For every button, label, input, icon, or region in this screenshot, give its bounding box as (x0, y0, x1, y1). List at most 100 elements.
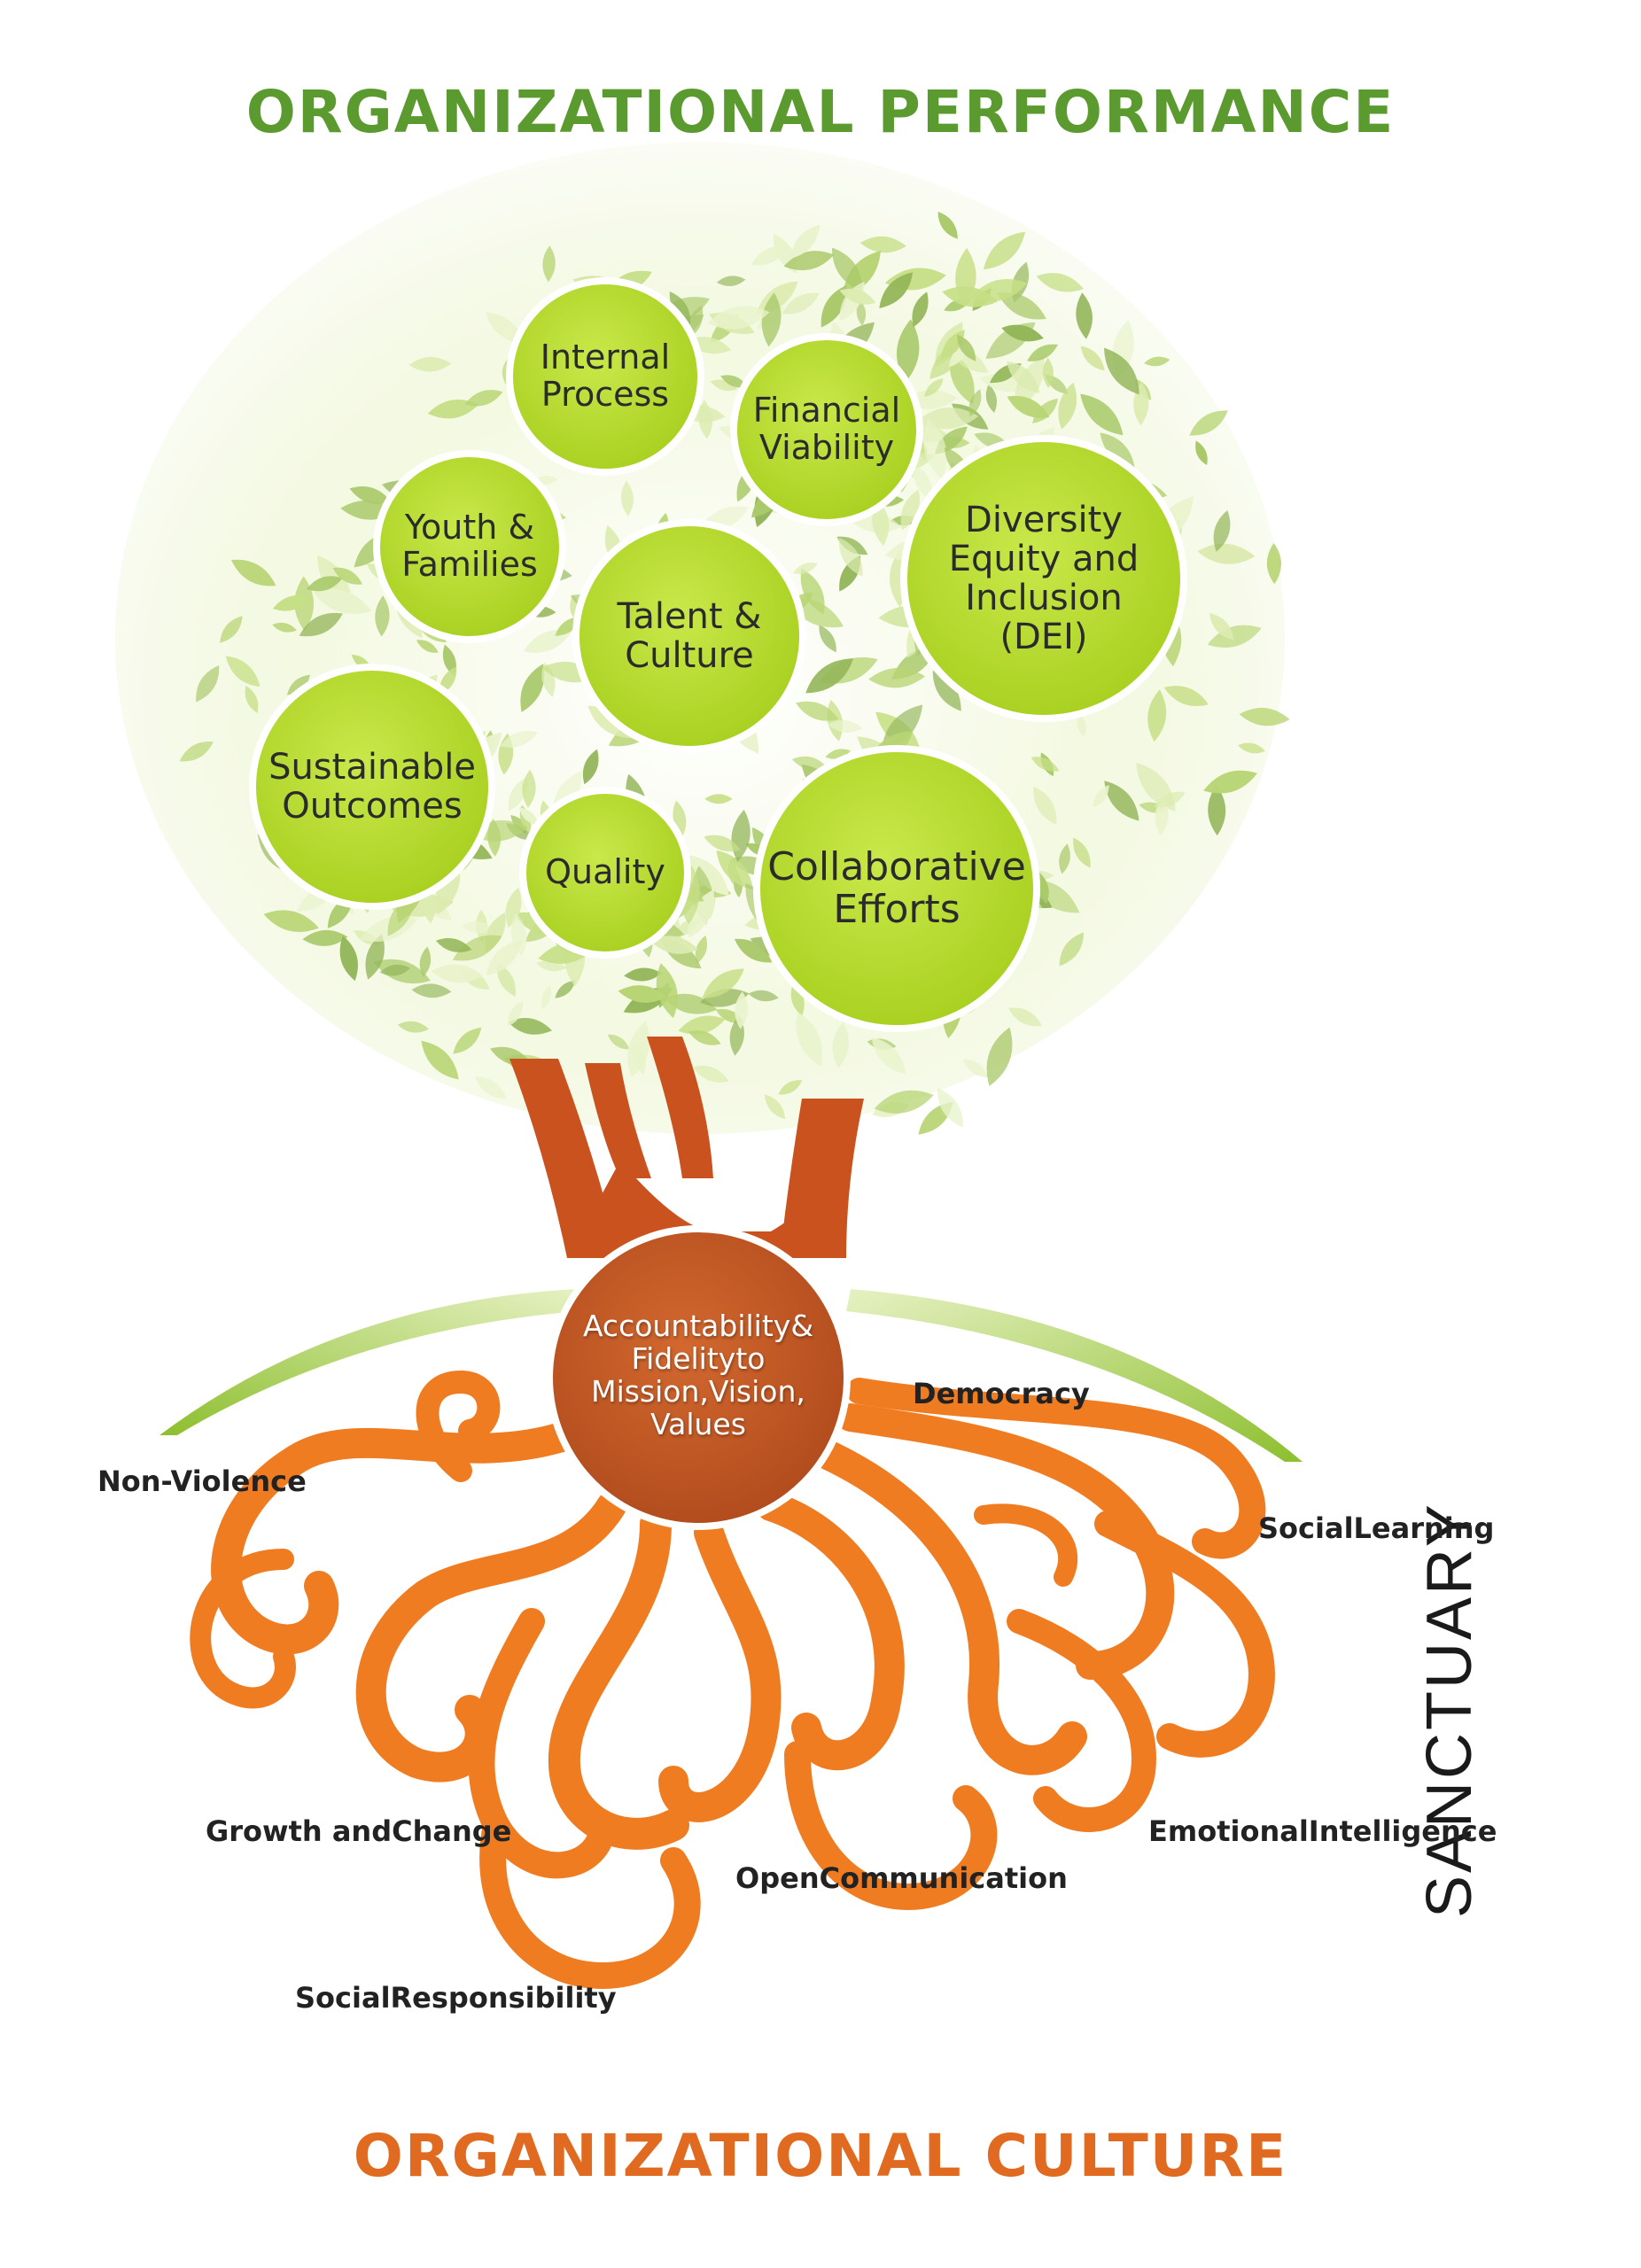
leaf-shape (1027, 344, 1059, 361)
leaf-shape (968, 389, 982, 417)
leaf-shape (764, 1094, 786, 1120)
leaf-shape (387, 895, 414, 936)
label-line: Accountability (582, 1309, 791, 1344)
bubble-talent-culture (572, 519, 806, 753)
leaf-shape (949, 352, 975, 405)
leaf-shape (856, 299, 867, 326)
leaf-shape (1147, 689, 1167, 742)
label-line: Emotional (1148, 1814, 1309, 1848)
leaf-shape (230, 559, 276, 586)
root-label-non-violence: Non-Violence (97, 1464, 307, 1501)
label-line: Talent & (617, 596, 762, 637)
leaf-shape (1080, 393, 1124, 436)
leaf-shape (520, 664, 545, 712)
leaf-shape (1032, 398, 1059, 423)
root-label-growth-change: Growth andChange (206, 1814, 511, 1851)
leaf-shape (607, 1034, 630, 1050)
leaf-shape (734, 938, 773, 963)
leaf-shape (474, 1076, 507, 1099)
ground-arc-right (846, 1289, 1303, 1462)
leaf-shape (859, 236, 906, 253)
leaf-shape (688, 855, 729, 897)
leaf-shape (1001, 324, 1044, 342)
leaf-shape (1104, 781, 1139, 821)
leaf-shape (508, 1018, 552, 1035)
leaf-shape (790, 224, 820, 259)
leaf-shape (1080, 346, 1105, 371)
leaf-shape (828, 719, 863, 733)
label-line: Culture (625, 635, 754, 676)
label-line: Social (1258, 1511, 1354, 1545)
leaf-shape (1093, 784, 1109, 808)
label-line: Communication (819, 1861, 1068, 1895)
leaf-shape (1076, 292, 1093, 339)
root-label-emotional-intelligence: EmotionalIntelligence (1148, 1814, 1497, 1851)
leaf-shape (831, 247, 863, 291)
label-line: Internal (540, 338, 671, 377)
leaf-shape (627, 1021, 650, 1078)
leaf-shape (1015, 355, 1045, 410)
leaf-shape (416, 640, 439, 653)
leaf-shape (704, 835, 741, 852)
tree-roots (190, 1370, 1275, 1990)
leaf-shape (313, 588, 372, 614)
leaf-shape (778, 1080, 803, 1095)
leaf-shape (522, 769, 536, 808)
leaf-shape (796, 701, 839, 721)
leaf-shape (306, 576, 343, 592)
label-line: to Mission, (591, 1341, 766, 1409)
leaf-shape (985, 384, 998, 414)
bubble-dei (900, 435, 1187, 722)
label-line: Equity and (948, 539, 1139, 579)
leaf-shape (431, 964, 484, 983)
leaf-shape (957, 334, 976, 361)
leaf-shape (1007, 395, 1050, 418)
leaf-shape (937, 212, 958, 239)
leaf-shape (649, 936, 699, 954)
leaf-shape (874, 1090, 934, 1114)
label-line: Inclusion (965, 578, 1123, 618)
label-line: Sustainable (268, 747, 476, 788)
leaf-shape (1209, 612, 1234, 641)
leaf-shape (1036, 273, 1085, 292)
leaf-shape (349, 486, 392, 504)
leaf-shape (710, 379, 738, 392)
leaf-shape (839, 537, 863, 577)
leaf-shape (912, 291, 929, 328)
leaf-shape (751, 246, 788, 266)
leaf-shape (332, 567, 363, 585)
title-sanctuary: SANCTUARY (1414, 1502, 1485, 1918)
label-line: Open (735, 1861, 820, 1895)
leaf-shape (486, 312, 525, 344)
leaf-shape (1238, 742, 1265, 754)
tree-trunk (509, 1037, 864, 1258)
leaf-shape (542, 245, 556, 283)
leaf-shape (397, 1021, 430, 1033)
leaf-shape (1266, 543, 1281, 585)
leaf-shape (937, 1088, 963, 1128)
leaf-shape (1077, 712, 1086, 738)
leaf-shape (832, 1021, 849, 1068)
leaf-shape (791, 756, 827, 770)
ground-arc-left (159, 1289, 580, 1435)
leaf-shape (970, 278, 1028, 302)
leaf-shape (286, 674, 311, 695)
bubble-quality (519, 787, 691, 959)
leaf-shape (1189, 410, 1228, 436)
leaf-shape (299, 612, 343, 637)
leaf-shape (620, 480, 634, 517)
leaf-shape (196, 664, 220, 703)
leaf-shape (421, 1040, 459, 1080)
label-line: Youth & (404, 508, 535, 548)
leaf-shape (500, 730, 538, 748)
leaf-shape (339, 936, 358, 982)
label-line: Growth and (206, 1814, 393, 1848)
leaf-shape (1239, 707, 1290, 726)
leaf-shape (452, 935, 502, 961)
leaf-shape (365, 934, 385, 980)
leaf-shape (955, 247, 976, 307)
leaf-shape (419, 946, 432, 977)
